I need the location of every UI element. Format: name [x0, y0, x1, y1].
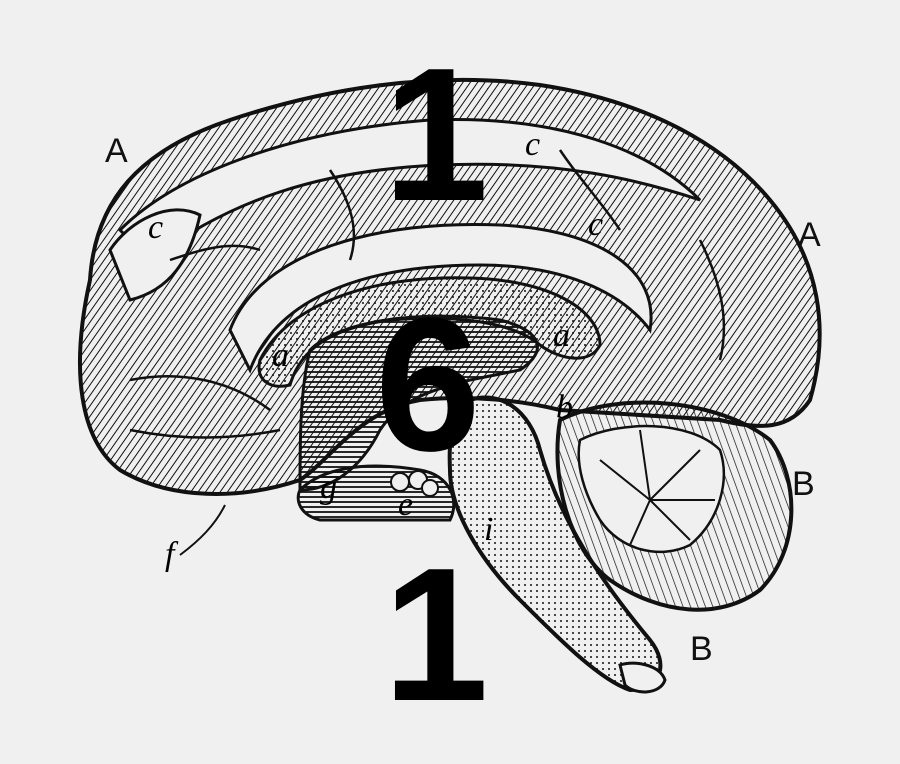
label-f: f: [165, 536, 179, 573]
label-c-mid: c: [588, 206, 603, 243]
label-i: i: [484, 511, 493, 548]
label-B-mid: B: [792, 465, 815, 503]
thalamus-region: [298, 314, 539, 492]
fissures: [129, 149, 726, 439]
gyrus-cingulate: [228, 223, 653, 374]
gyrus-left: [108, 208, 202, 302]
arbor-vitae: [577, 424, 725, 554]
label-a-left: a: [272, 337, 289, 374]
label-c-left: c: [148, 209, 163, 246]
label-B-low: B: [690, 630, 713, 668]
label-c-top: c: [525, 126, 540, 163]
gyrus-upper: [117, 118, 702, 262]
f-leader-line: [179, 504, 226, 556]
label-e: e: [398, 486, 413, 523]
label-A-left: A: [105, 132, 128, 170]
nodule-3: [421, 479, 439, 497]
overlay-digit-middle: 6: [375, 279, 481, 491]
label-b: b: [556, 389, 573, 426]
stem-tip: [618, 661, 667, 694]
label-g: g: [320, 469, 337, 506]
arbor-branches: [599, 429, 715, 546]
corpus-callosum: [257, 276, 602, 388]
overlay-digit-bottom: 1: [383, 529, 489, 741]
overlay-digit-top: 1: [383, 29, 489, 241]
label-A-right: A: [798, 216, 821, 254]
label-a-right: a: [553, 317, 570, 354]
